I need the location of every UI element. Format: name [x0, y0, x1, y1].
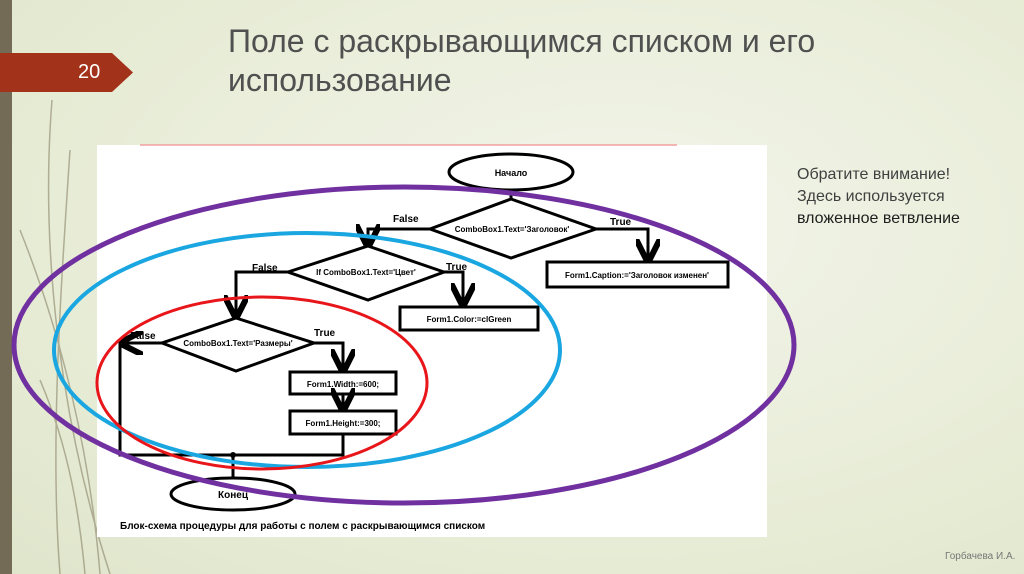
- decision-title: [425, 197, 601, 260]
- inner-branch-ellipse: [95, 295, 429, 471]
- true-label-1: True: [610, 217, 632, 228]
- cond2-label: If ComboBox1.Text='Цвет': [316, 268, 416, 277]
- start-label: Начало: [495, 168, 528, 178]
- left-accent-bar: [0, 0, 12, 574]
- caption-action-label: Form1.Caption:='Заголовок изменен': [565, 271, 709, 280]
- width-action-label: Form1.Width:=600;: [307, 380, 379, 389]
- flowchart-caption: Блок-схема процедуры для работы с полем …: [120, 520, 485, 532]
- decision-color: [283, 244, 449, 302]
- false-label-3: False: [130, 331, 156, 342]
- note-line-3: вложенное ветвление: [797, 210, 960, 227]
- outer-branch-ellipse: [11, 184, 797, 506]
- process-color: [398, 305, 540, 332]
- process-caption: [545, 260, 730, 289]
- true-label-3: True: [314, 328, 336, 339]
- decision-size: [157, 316, 319, 373]
- end-terminal: [169, 476, 297, 512]
- height-action-label: Form1.Height:=300;: [306, 419, 381, 428]
- color-action-label: Form1.Color:=clGreen: [427, 315, 512, 324]
- false-label-1: False: [393, 214, 419, 225]
- author-footer: Горбачева И.А.: [945, 551, 1016, 562]
- false-label-2: False: [252, 263, 278, 274]
- true-label-2: True: [446, 262, 468, 273]
- note-line-1: Обратите внимание!: [797, 166, 951, 183]
- slide-title: Поле с раскрывающимся списком и его испо…: [228, 23, 816, 98]
- note-text: Обратите внимание! Здесь используется вл…: [797, 164, 960, 230]
- slide-number: 20: [78, 61, 101, 83]
- note-line-2: Здесь используется: [797, 188, 945, 205]
- slide-number-tag: 20: [0, 53, 133, 92]
- cond1-label: ComboBox1.Text='Заголовок': [455, 225, 570, 234]
- end-label: Конец: [218, 490, 249, 501]
- cond3-label: ComboBox1.Text='Размеры': [183, 339, 292, 348]
